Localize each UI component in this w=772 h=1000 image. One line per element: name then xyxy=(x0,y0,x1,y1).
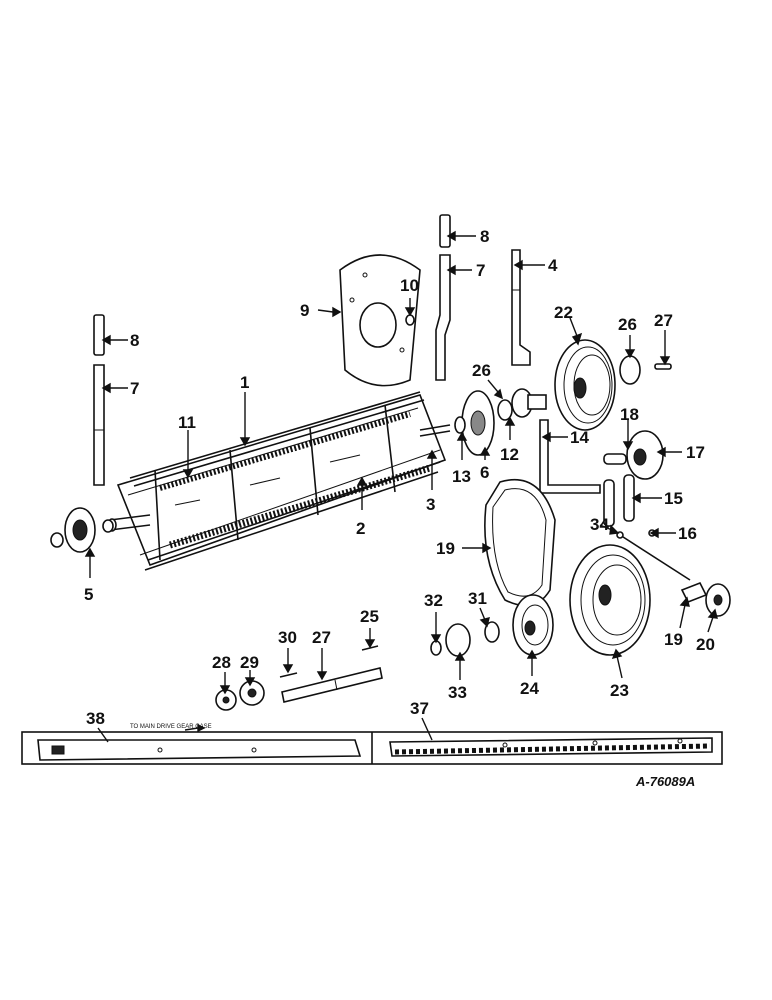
label-6: 6 xyxy=(480,463,489,482)
sprocket-20 xyxy=(680,581,731,617)
bearing-group xyxy=(454,388,547,456)
shield-plate-9 xyxy=(339,254,421,387)
label-14: 14 xyxy=(570,428,589,447)
label-1: 1 xyxy=(240,373,249,392)
label-30: 28 xyxy=(212,653,231,672)
label-9: 9 xyxy=(300,301,309,320)
label-35: 33 xyxy=(448,683,467,702)
label-31: 29 xyxy=(240,653,259,672)
pin-32 xyxy=(279,672,298,678)
label-36: 34 xyxy=(590,515,609,534)
label-8-left: 8 xyxy=(130,331,139,350)
label-5: 5 xyxy=(84,585,93,604)
part-labels: 8 7 4 9 10 8 7 1 11 2 3 5 26 13 6 12 14 … xyxy=(84,227,715,789)
label-7-right: 7 xyxy=(476,261,485,280)
label-17: 17 xyxy=(686,443,705,462)
label-11: 11 xyxy=(178,413,196,432)
label-21: 19 xyxy=(436,539,455,558)
label-29: 27 xyxy=(312,628,331,647)
pulley-24 xyxy=(512,594,554,656)
gear-30 xyxy=(215,689,237,711)
label-24: 24 xyxy=(520,679,539,698)
label-38: 38 xyxy=(86,709,105,728)
bar-4 xyxy=(511,249,531,366)
key-27 xyxy=(654,363,672,370)
label-33: 31 xyxy=(468,589,487,608)
label-28: 26 xyxy=(618,315,637,334)
label-20: 20 xyxy=(696,635,715,654)
bearing-plate-5 xyxy=(50,507,114,553)
knife-bar-panel xyxy=(21,731,723,765)
label-16: 16 xyxy=(678,524,697,543)
label-34: 32 xyxy=(424,591,443,610)
label-10: 10 xyxy=(400,276,419,295)
leader-lines xyxy=(84,230,718,743)
label-4: 4 xyxy=(548,256,558,275)
pulley-23 xyxy=(569,544,651,656)
collar-28 xyxy=(619,355,641,385)
label-12: 12 xyxy=(500,445,519,464)
label-37: 37 xyxy=(410,699,429,718)
part-10 xyxy=(405,314,415,326)
label-3: 3 xyxy=(426,495,435,514)
label-25: 25 xyxy=(360,607,379,626)
label-8-right: 8 xyxy=(480,227,489,246)
belt-21 xyxy=(484,478,556,607)
label-23: 23 xyxy=(610,681,629,700)
reference-code: A-76089A xyxy=(635,774,695,789)
label-15: 15 xyxy=(664,489,683,508)
bar-pair-left xyxy=(93,314,105,486)
washer-33 xyxy=(484,621,500,643)
gear-31 xyxy=(239,680,265,706)
pulley-22 xyxy=(554,339,616,431)
label-22: 22 xyxy=(554,303,573,322)
shaft-29 xyxy=(281,667,383,703)
label-18: 18 xyxy=(620,405,639,424)
cylinder-assembly xyxy=(107,391,451,571)
label-13: 13 xyxy=(452,467,471,486)
label-2: 2 xyxy=(356,519,365,538)
label-27: 27 xyxy=(654,311,673,330)
pulley-17 xyxy=(603,430,664,480)
link-15 xyxy=(603,474,635,527)
label-7-left: 7 xyxy=(130,379,139,398)
label-32: 30 xyxy=(278,628,297,647)
rod-36 xyxy=(619,534,691,581)
bar-pair-right xyxy=(435,214,451,381)
gear-case-note: TO MAIN DRIVE GEAR CASE xyxy=(130,724,212,730)
washer-35 xyxy=(445,623,471,657)
label-26: 26 xyxy=(472,361,491,380)
label-19: 19 xyxy=(664,630,683,649)
